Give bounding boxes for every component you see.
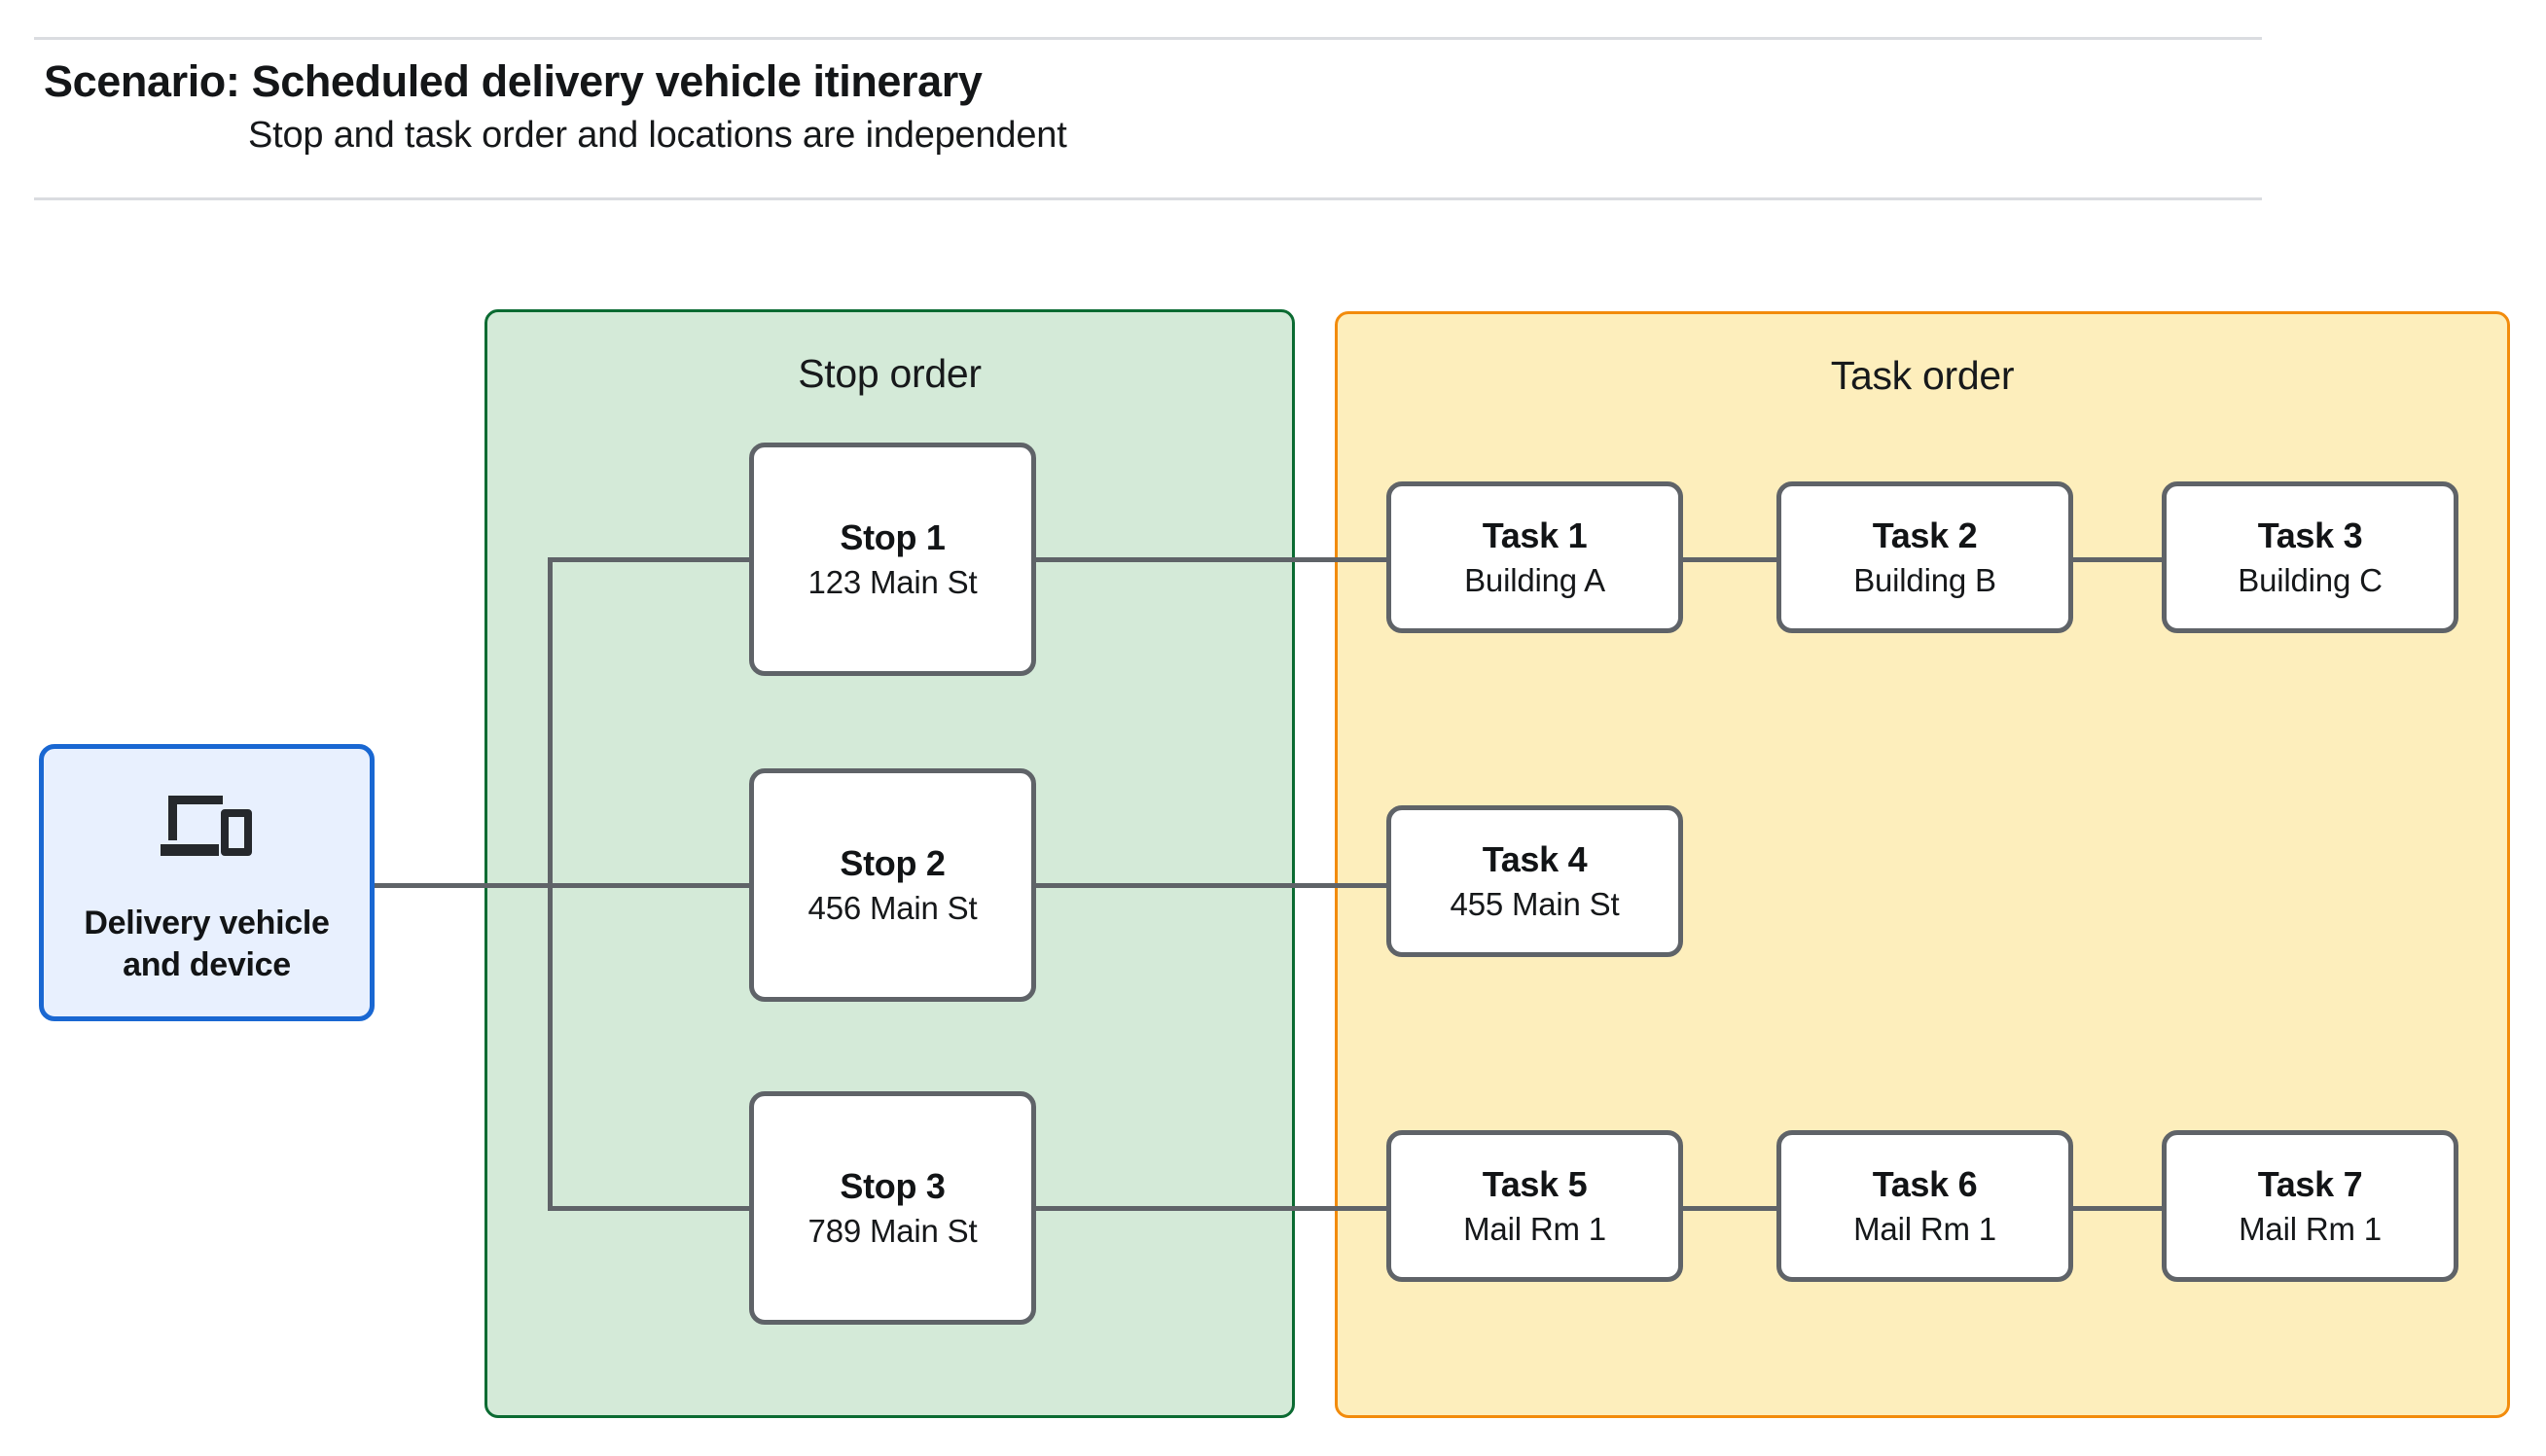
stop-node-address: 123 Main St <box>807 563 978 600</box>
task-node-7[interactable]: Task 7 Mail Rm 1 <box>2162 1130 2458 1282</box>
stop-node-1[interactable]: Stop 1 123 Main St <box>749 443 1036 676</box>
stop-order-group-title: Stop order <box>798 351 982 396</box>
connector-stop-3-to-task-5 <box>1034 1206 1389 1211</box>
page-subtitle: Stop and task order and locations are in… <box>248 115 1067 156</box>
stop-node-2[interactable]: Stop 2 456 Main St <box>749 768 1036 1002</box>
stop-node-title: Stop 1 <box>840 516 946 557</box>
stop-node-address: 789 Main St <box>807 1212 978 1249</box>
task-node-title: Task 1 <box>1482 515 1588 555</box>
delivery-vehicle-label: Delivery vehicle and device <box>84 903 330 985</box>
task-node-location: Building B <box>1853 561 1996 598</box>
task-order-group-title: Task order <box>1830 353 2015 398</box>
task-node-5[interactable]: Task 5 Mail Rm 1 <box>1386 1130 1683 1282</box>
task-node-title: Task 2 <box>1872 515 1978 555</box>
task-node-title: Task 5 <box>1482 1163 1588 1204</box>
task-node-6[interactable]: Task 6 Mail Rm 1 <box>1776 1130 2073 1282</box>
task-node-location: Building A <box>1464 561 1605 598</box>
task-node-title: Task 7 <box>2257 1163 2363 1204</box>
page-title: Scenario: Scheduled delivery vehicle iti… <box>44 56 983 106</box>
stop-node-address: 456 Main St <box>807 889 978 926</box>
stop-node-title: Stop 3 <box>840 1165 946 1206</box>
task-node-location: Building C <box>2238 561 2383 598</box>
delivery-vehicle-label-line-1: Delivery vehicle <box>84 905 330 941</box>
task-node-location: Mail Rm 1 <box>1853 1210 1996 1247</box>
stop-node-3[interactable]: Stop 3 789 Main St <box>749 1091 1036 1325</box>
connector-stop-1-to-task-1 <box>1034 557 1389 562</box>
connector-stop-2-to-task-4 <box>1034 883 1389 888</box>
task-node-4[interactable]: Task 4 455 Main St <box>1386 805 1683 957</box>
task-node-title: Task 4 <box>1482 838 1588 879</box>
header-divider-top <box>34 37 2262 40</box>
devices-icon <box>160 790 254 860</box>
header-divider-bottom <box>34 197 2262 200</box>
task-node-location: 455 Main St <box>1450 885 1620 922</box>
task-node-2[interactable]: Task 2 Building B <box>1776 481 2073 633</box>
delivery-vehicle-label-line-2: and device <box>123 945 291 983</box>
connector-trunk-to-stop-2 <box>548 883 754 888</box>
task-node-1[interactable]: Task 1 Building A <box>1386 481 1683 633</box>
delivery-vehicle-node[interactable]: Delivery vehicle and device <box>39 744 375 1021</box>
connector-task-6-to-task-7 <box>2070 1206 2165 1211</box>
task-node-title: Task 6 <box>1872 1163 1978 1204</box>
connector-trunk-to-stop-3 <box>548 1206 754 1211</box>
stop-node-title: Stop 2 <box>840 842 946 883</box>
connector-task-2-to-task-3 <box>2070 557 2165 562</box>
connector-task-5-to-task-6 <box>1680 1206 1779 1211</box>
task-node-location: Mail Rm 1 <box>1463 1210 1606 1247</box>
task-node-location: Mail Rm 1 <box>2239 1210 2382 1247</box>
task-node-title: Task 3 <box>2257 515 2363 555</box>
connector-trunk-to-stop-1 <box>548 557 754 562</box>
task-node-3[interactable]: Task 3 Building C <box>2162 481 2458 633</box>
connector-vehicle-to-trunk <box>375 883 552 888</box>
connector-task-1-to-task-2 <box>1680 557 1779 562</box>
